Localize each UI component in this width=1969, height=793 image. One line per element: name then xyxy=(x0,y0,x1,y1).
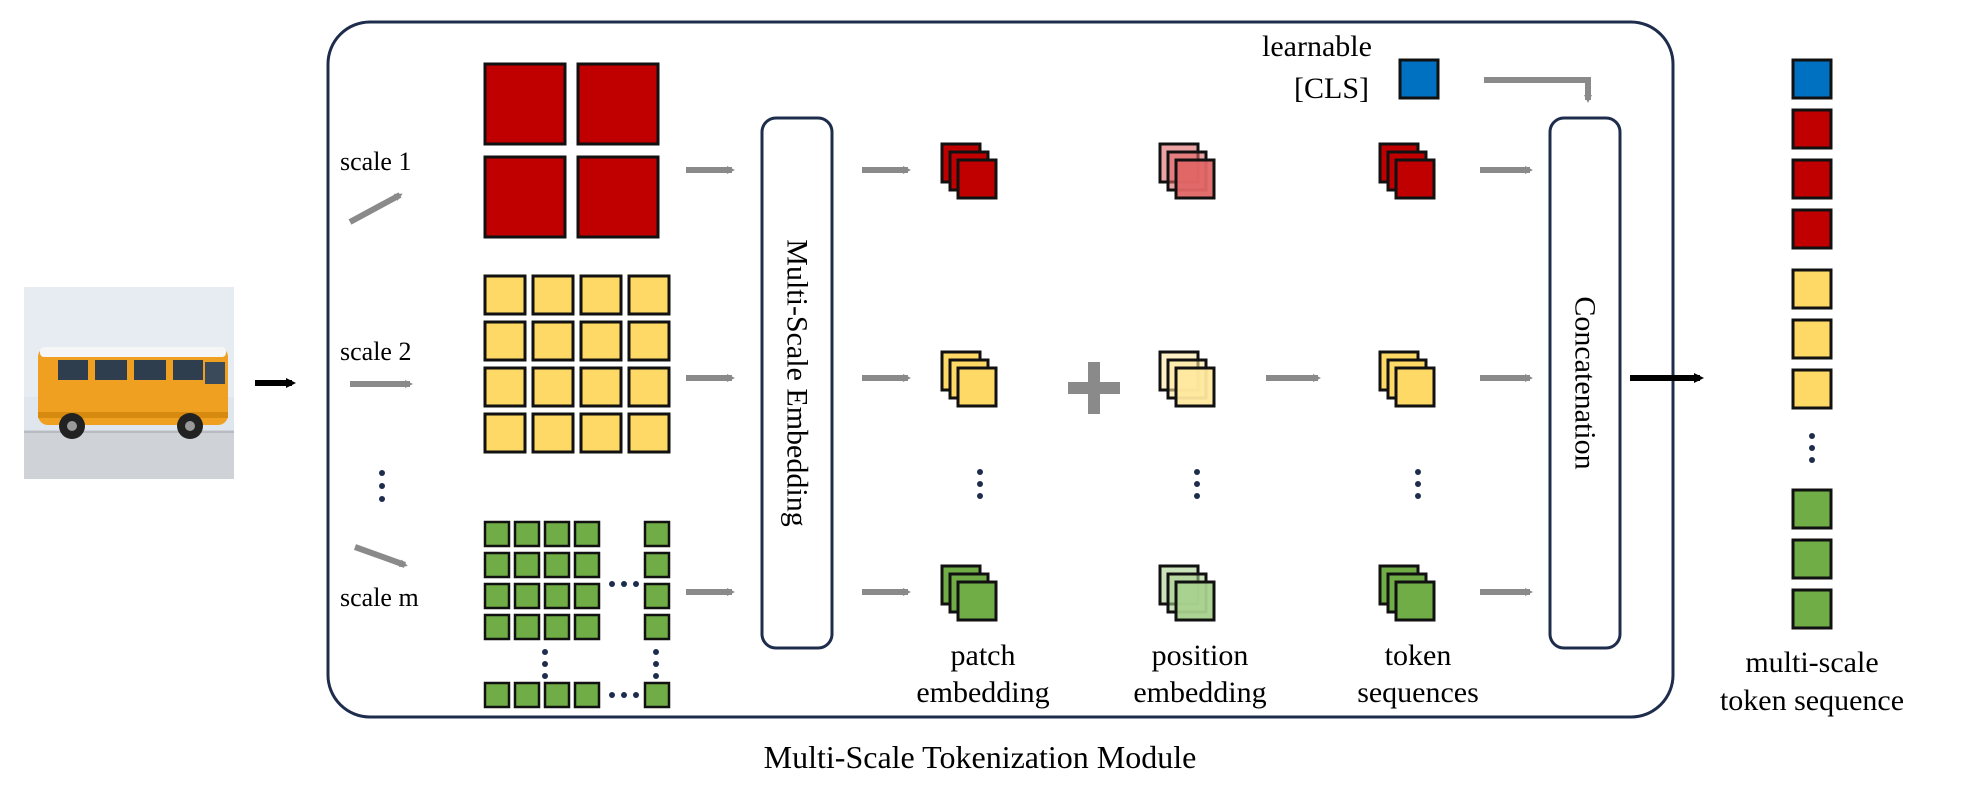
yellow-patch xyxy=(483,412,527,454)
green-patch xyxy=(643,582,671,610)
yellow-patch xyxy=(627,320,671,362)
yellow-patch xyxy=(531,320,575,362)
yellow-patch xyxy=(531,274,575,316)
van-icon xyxy=(38,347,228,439)
yellow-patch xyxy=(531,412,575,454)
green-patch xyxy=(483,613,511,641)
green-patch xyxy=(543,681,571,709)
output-token xyxy=(1791,268,1833,310)
scale-1-arrow xyxy=(348,192,403,225)
green-patch xyxy=(643,681,671,709)
green-patch xyxy=(513,681,541,709)
patch-embedding-stack xyxy=(956,158,998,200)
token-sequence-stack xyxy=(1394,158,1436,200)
output-token xyxy=(1791,538,1833,580)
output-token xyxy=(1791,58,1833,100)
scale-m-patch-grid xyxy=(483,520,671,709)
concatenation-label: Concatenation xyxy=(1569,296,1602,469)
output-token xyxy=(1791,158,1833,200)
token-sequence-stack xyxy=(1394,366,1436,408)
green-patch xyxy=(483,582,511,610)
yellow-patch xyxy=(579,274,623,316)
green-patch xyxy=(513,613,541,641)
green-patch xyxy=(643,613,671,641)
multi-scale-embedding-box xyxy=(760,116,834,650)
token-sequence-stack xyxy=(1394,580,1436,622)
position-embedding-stack xyxy=(1174,158,1216,200)
green-patch xyxy=(543,551,571,579)
tokenization-module-frame xyxy=(326,20,1675,719)
green-patch xyxy=(573,520,601,548)
token-sequences-caption-2: sequences xyxy=(1357,676,1479,709)
plus-icon xyxy=(1068,362,1120,414)
green-patch xyxy=(573,681,601,709)
green-patch xyxy=(543,582,571,610)
output-token xyxy=(1791,318,1833,360)
green-patch xyxy=(573,582,601,610)
green-patch xyxy=(543,520,571,548)
cls-token xyxy=(1398,58,1440,100)
patch-embedding-caption-1: patch xyxy=(951,639,1016,672)
scale-1-patch-grid xyxy=(483,62,660,239)
yellow-patch xyxy=(483,366,527,408)
position-embedding-caption-1: position xyxy=(1152,639,1249,672)
module-caption: Multi-Scale Tokenization Module xyxy=(764,739,1197,775)
green-patch xyxy=(483,551,511,579)
concatenation-box xyxy=(1548,116,1622,650)
position-embedding-stack xyxy=(1174,580,1216,622)
scale-2-patch-grid xyxy=(483,274,671,454)
multi-scale-embedding-label: Multi-Scale Embedding xyxy=(781,239,814,526)
output-token xyxy=(1791,368,1833,410)
scale-2-label: scale 2 xyxy=(340,337,411,366)
yellow-patch xyxy=(579,366,623,408)
scale-1-label: scale 1 xyxy=(340,147,411,176)
output-token xyxy=(1791,208,1833,250)
cls-label-line1: learnable xyxy=(1262,30,1372,63)
green-patch xyxy=(483,520,511,548)
token-stacks xyxy=(940,142,1436,622)
green-patch xyxy=(643,551,671,579)
token-sequences-caption-1: token xyxy=(1385,639,1452,672)
yellow-patch xyxy=(627,366,671,408)
input-image xyxy=(24,287,234,479)
yellow-patch xyxy=(531,366,575,408)
green-patch xyxy=(513,520,541,548)
output-token xyxy=(1791,108,1833,150)
column-dots xyxy=(977,469,1421,499)
output-token xyxy=(1791,488,1833,530)
scale-m-label: scale m xyxy=(340,583,419,612)
position-embedding-caption-2: embedding xyxy=(1133,676,1266,709)
scale-m-grid-dots xyxy=(542,581,659,698)
position-embedding-stack xyxy=(1174,366,1216,408)
left-vertical-dots xyxy=(379,470,385,502)
output-token xyxy=(1791,588,1833,630)
yellow-patch xyxy=(483,320,527,362)
green-patch xyxy=(513,582,541,610)
output-caption-1: multi-scale xyxy=(1745,646,1878,679)
output-caption-2: token sequence xyxy=(1720,684,1904,717)
patch-embedding-caption-2: embedding xyxy=(916,676,1049,709)
yellow-patch xyxy=(579,412,623,454)
green-patch xyxy=(483,681,511,709)
cls-arrow xyxy=(1484,77,1592,103)
output-token-sequence xyxy=(1791,58,1833,630)
patch-embedding-stack xyxy=(956,366,998,408)
green-patch xyxy=(643,520,671,548)
cls-label-line2: [CLS] xyxy=(1294,72,1369,105)
yellow-patch xyxy=(579,320,623,362)
output-sequence-dots xyxy=(1809,433,1815,463)
green-patch xyxy=(573,551,601,579)
green-patch xyxy=(513,551,541,579)
green-patch xyxy=(543,613,571,641)
yellow-patch xyxy=(627,274,671,316)
yellow-patch xyxy=(627,412,671,454)
patch-embedding-stack xyxy=(956,580,998,622)
scale-m-arrow xyxy=(353,544,408,568)
yellow-patch xyxy=(483,274,527,316)
green-patch xyxy=(573,613,601,641)
